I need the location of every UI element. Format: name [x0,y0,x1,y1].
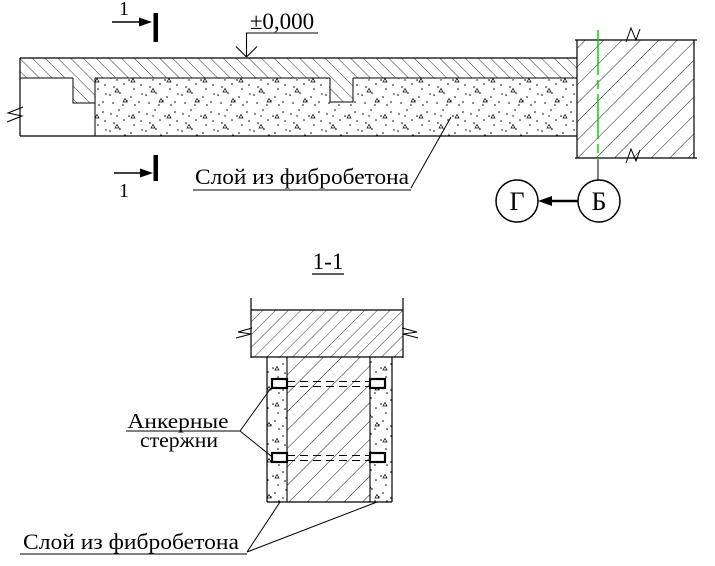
break-mark-wall-bottom [625,147,641,164]
key-notch-1 [73,78,95,103]
fiber-strip-left [267,357,287,502]
section-break-right [401,327,419,339]
section-title: 1-1 [313,249,344,274]
key-notch-outlines [72,78,354,104]
anchor-plate-2-left [270,451,289,464]
plan-view: Г Б 1 1 ±0,000 Слой из фибробетона [6,0,697,223]
anchor-plate-2-right [368,451,387,464]
anchor-leaders [239,387,272,457]
axis-bubble-b-label: Б [592,187,607,216]
wall-edges [576,40,695,158]
cut-plane-bar-bottom [153,155,158,181]
axis-arrow-head [538,196,552,206]
break-mark-left [6,106,24,123]
cut-arrow-top-head [139,17,152,27]
anchor-plate-1-left [270,377,289,390]
elevation-shelf [245,32,318,56]
section-column-hatch [287,357,370,502]
section-fiber-label: Слой из фибробетона [23,529,239,554]
key-notch-2 [330,78,353,102]
anchor-rod-1 [287,381,370,387]
section-slab-hatch [251,310,403,357]
cut-plane-bar-top [153,13,158,42]
anchor-label-line2: стержни [140,428,218,452]
fiber-strip-right [370,357,392,502]
cut-number-bottom: 1 [119,180,129,202]
section-view: 1-1 Анкерные стержни Слой из фибробетона [20,249,419,555]
screed-layer-hatch [20,58,577,78]
fiber-strip-outer-edges [266,357,393,502]
cut-arrow-bottom-head [140,168,153,178]
anchor-plate-1-right [368,377,387,390]
section-break-left [235,327,253,339]
wall-hatch [577,40,694,158]
section-fiber-leaders [246,501,378,553]
plan-fiber-label: Слой из фибробетона [195,164,409,189]
anchor-label-line1: Анкерные [128,409,229,433]
cut-number-top: 1 [119,0,129,20]
plan-fiber-leader [410,116,452,189]
axis-bubble-g-label: Г [509,187,524,216]
anchor-rod-2 [287,455,370,461]
elevation-tick [235,46,258,58]
elevation-value: ±0,000 [250,9,314,34]
break-mark-wall-top [625,26,641,43]
